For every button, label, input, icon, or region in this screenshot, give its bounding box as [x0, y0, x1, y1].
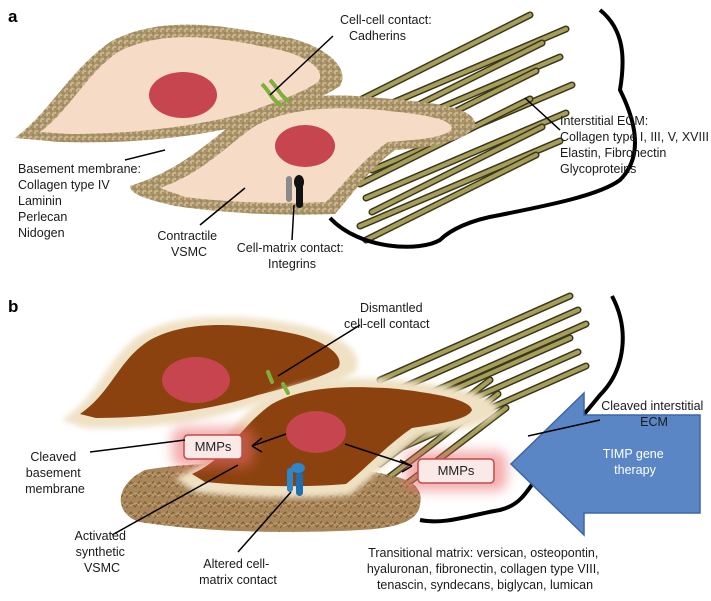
leader-basement	[125, 150, 165, 160]
integrin-label: Cell-matrix contact: Integrins	[237, 241, 347, 271]
nucleus-b-cell-1	[162, 357, 230, 403]
nucleus-b-cell-2	[286, 411, 346, 453]
cadherin-label: Cell-cell contact: Cadherins	[340, 13, 435, 43]
transitional-matrix-label: Transitional matrix: versican, osteopont…	[367, 546, 603, 592]
mmp-left-label: MMPs	[195, 439, 232, 454]
panel-a-letter: a	[8, 7, 18, 26]
activated-vsmc-label: Activated synthetic VSMC	[75, 529, 130, 575]
basement-membrane-label: Basement membrane: Collagen type IV Lami…	[18, 162, 144, 240]
cleaved-basement-label: Cleaved basement membrane	[25, 450, 85, 496]
panel-b-letter: b	[8, 297, 18, 316]
timp-therapy-arrow	[511, 393, 700, 535]
altered-contact-label: Altered cell- matrix contact	[199, 557, 277, 587]
dismantled-contact-label: Dismantled cell-cell contact	[344, 301, 430, 331]
leader-cleaved-bm	[90, 440, 185, 452]
nucleus-cell-2	[275, 125, 335, 167]
nucleus-cell-1	[149, 72, 217, 118]
mmp-right-label: MMPs	[438, 463, 475, 478]
contractile-vsmc-label: Contractile VSMC	[157, 229, 220, 259]
